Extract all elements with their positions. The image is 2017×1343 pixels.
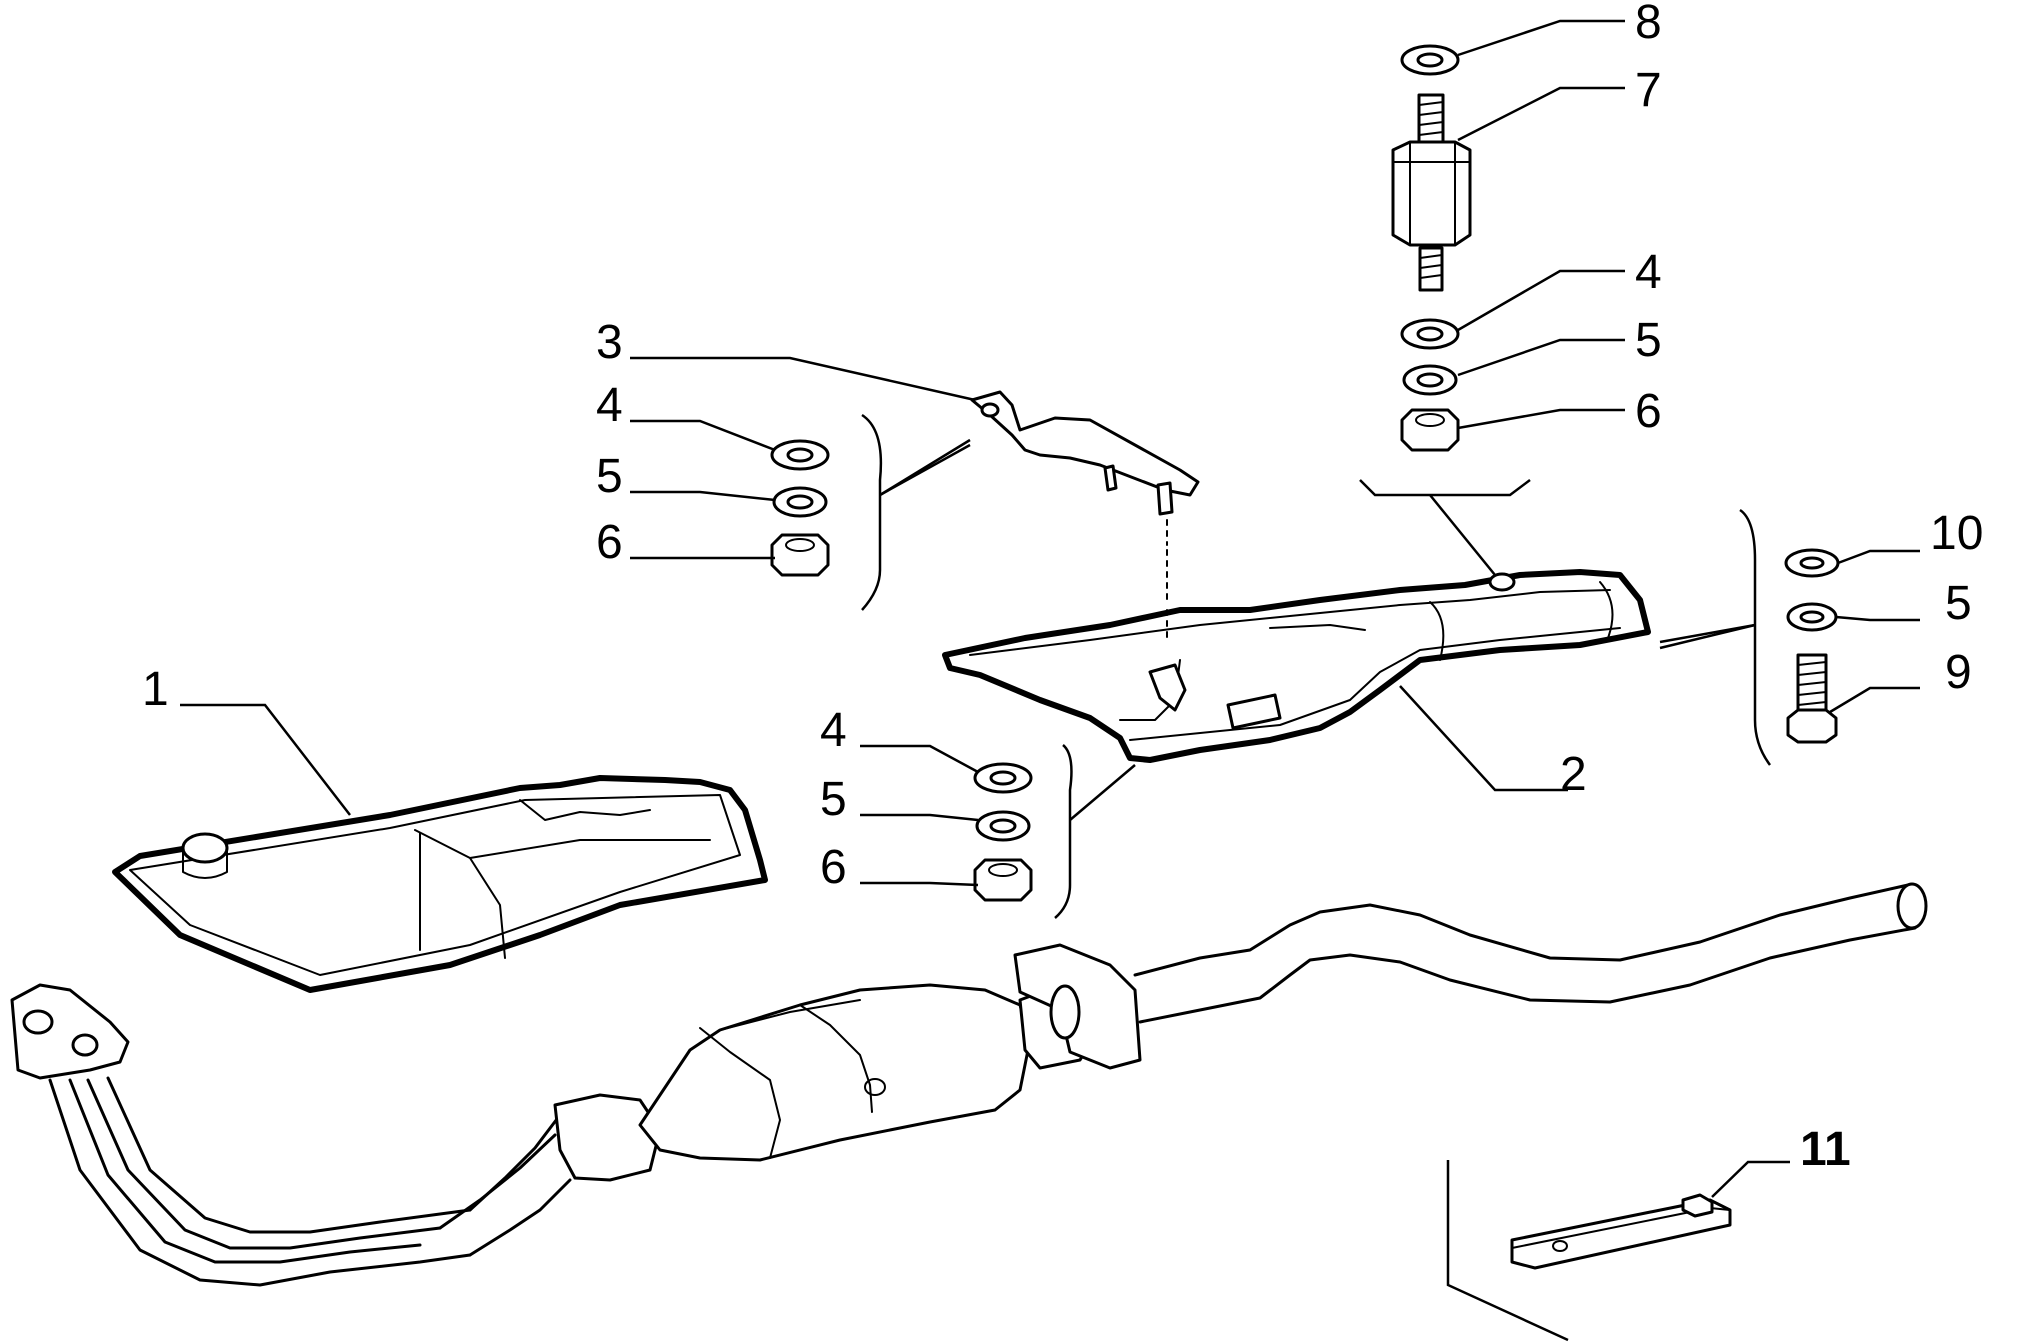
callout-6-upper-right: 6 (1635, 385, 1662, 438)
callout-6-middle: 6 (820, 841, 847, 894)
callout-10: 10 (1930, 507, 1983, 560)
callout-4-middle: 4 (820, 704, 847, 757)
callout-1: 1 (142, 663, 169, 716)
callout-4-upper-right: 4 (1635, 246, 1662, 299)
heat-shield-tunnel (942, 569, 1651, 763)
threaded-spacer (1391, 93, 1472, 292)
callout-8: 8 (1635, 0, 1662, 49)
group-brackets (861, 413, 1772, 1342)
callout-5-upper-right: 5 (1635, 314, 1662, 367)
exhaust-pipe-assembly (10, 882, 1928, 1287)
hardware-stack-right (1784, 548, 1840, 744)
mounting-plate (1510, 1193, 1732, 1270)
callout-5-left: 5 (596, 450, 623, 503)
callout-5-right: 5 (1945, 577, 1972, 630)
callout-3: 3 (596, 316, 623, 369)
callout-4-left: 4 (596, 379, 623, 432)
callout-11: 11 (1800, 1123, 1851, 1176)
callout-2: 2 (1560, 748, 1587, 801)
callout-labels: 1 2 3 4 5 6 4 5 6 8 7 4 5 6 10 5 9 11 (142, 0, 1983, 1176)
hardware-stack-upper-right (1400, 318, 1460, 452)
washer-top (1400, 44, 1460, 76)
hardware-stack-left (770, 439, 830, 577)
leader-lines (180, 19, 1920, 1198)
callout-7: 7 (1635, 64, 1662, 117)
hardware-stack-middle (973, 762, 1033, 902)
callout-6-left: 6 (596, 516, 623, 569)
callout-5-middle: 5 (820, 773, 847, 826)
bracket (970, 390, 1200, 641)
heat-shield-front (112, 775, 768, 993)
callout-9: 9 (1945, 646, 1972, 699)
